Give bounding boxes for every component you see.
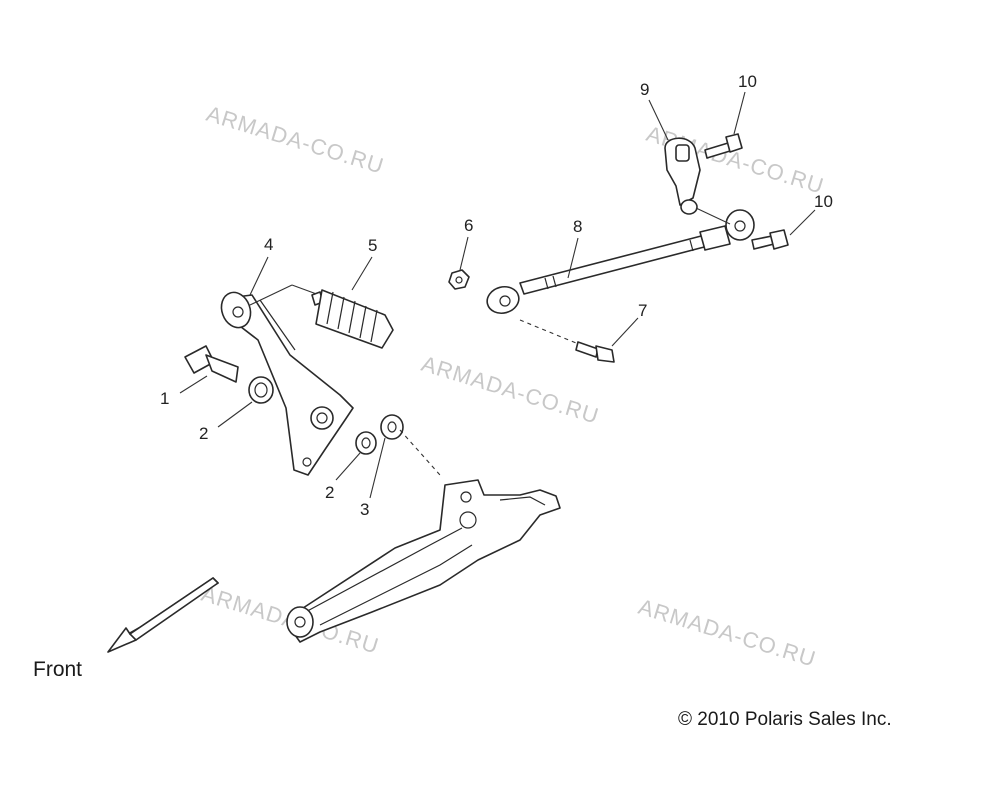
bolt [519,319,615,363]
callout-10: 10 [738,72,757,91]
callout-10: 10 [814,192,833,211]
watermark: ARMADA-CO.RU [636,594,820,672]
watermark: ARMADA-CO.RU [204,101,388,179]
callout-3: 3 [360,500,369,519]
copyright-notice: © 2010 Polaris Sales Inc. [678,709,892,730]
shift-rod [486,209,755,315]
callout-8: 8 [573,217,582,236]
callout-9: 9 [640,80,649,99]
callout-1: 1 [160,389,169,408]
shift-peg [311,289,394,349]
callouts: 1 2 2 3 4 5 6 7 8 9 10 10 [160,72,833,519]
callout-6: 6 [464,216,473,235]
thrust-washer [380,414,441,476]
shift-arm [664,137,731,225]
arm-bolt [704,133,743,159]
callout-4: 4 [264,235,273,254]
callout-7: 7 [638,301,647,320]
front-direction-arrow [107,577,219,653]
callout-5: 5 [368,236,377,255]
callout-2: 2 [199,424,208,443]
leader-lines [179,91,816,499]
washer [355,431,377,455]
rod-end-bolt [751,229,789,250]
callout-2: 2 [325,483,334,502]
pivot-bolt [184,345,239,383]
nut [448,269,470,290]
watermark: ARMADA-CO.RU [419,351,603,429]
bushing [248,376,274,404]
mounting-bracket [286,479,561,643]
shift-lever [220,284,354,476]
front-label: Front [33,658,82,681]
